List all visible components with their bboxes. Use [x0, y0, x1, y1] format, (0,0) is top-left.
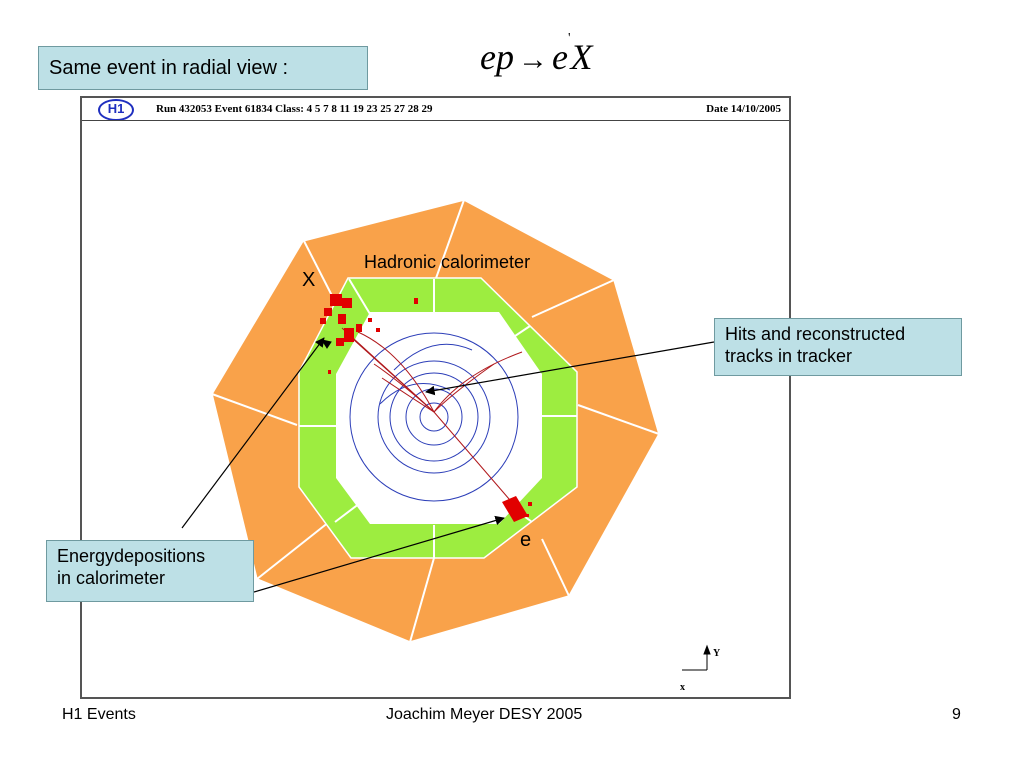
- formula-electron: e: [551, 37, 568, 77]
- axis-indicator: [682, 644, 711, 671]
- hits-callout: Hits and reconstructed tracks in tracker: [714, 318, 962, 376]
- energy-deposits-x: [320, 294, 418, 374]
- header-divider: [82, 120, 789, 121]
- event-display-header: H1 Run 432053 Event 61834 Class: 4 5 7 8…: [82, 98, 789, 121]
- detector-radial-view: Hadronic calorimeter X e Y x: [211, 199, 721, 693]
- formula-lhs: ep: [480, 37, 514, 77]
- electron-label: e: [520, 529, 531, 551]
- energy-callout: Energydepositions in calorimeter: [46, 540, 254, 602]
- event-display: H1 Run 432053 Event 61834 Class: 4 5 7 8…: [80, 96, 791, 699]
- formula-prime: ': [567, 31, 571, 46]
- reaction-formula: ep→e'X: [480, 31, 593, 78]
- formula-arrow: →: [517, 43, 548, 76]
- energy-callout-line1: Energydepositions: [57, 546, 206, 566]
- hits-callout-line1: Hits and reconstructed: [725, 324, 906, 344]
- footer-left: H1 Events: [62, 706, 136, 723]
- energy-deposits-e: [502, 496, 532, 522]
- slide-number: 9: [952, 706, 961, 723]
- run-info: Run 432053 Event 61834 Class: 4 5 7 8 11…: [156, 103, 433, 115]
- axis-y-label: Y: [713, 648, 721, 659]
- event-date: Date 14/10/2005: [706, 103, 781, 115]
- hadronic-calorimeter-label: Hadronic calorimeter: [364, 252, 530, 272]
- reconstructed-tracks: [341, 327, 523, 515]
- slide-title-box: Same event in radial view :: [38, 46, 368, 90]
- x-jet-label: X: [302, 269, 315, 291]
- energy-callout-line2: in calorimeter: [57, 568, 166, 588]
- hits-callout-line2: tracks in tracker: [725, 346, 853, 366]
- formula-x: X: [570, 37, 593, 77]
- slide-title: Same event in radial view :: [49, 57, 289, 79]
- footer-center: Joachim Meyer DESY 2005: [386, 706, 583, 723]
- axis-x-label: x: [680, 682, 685, 693]
